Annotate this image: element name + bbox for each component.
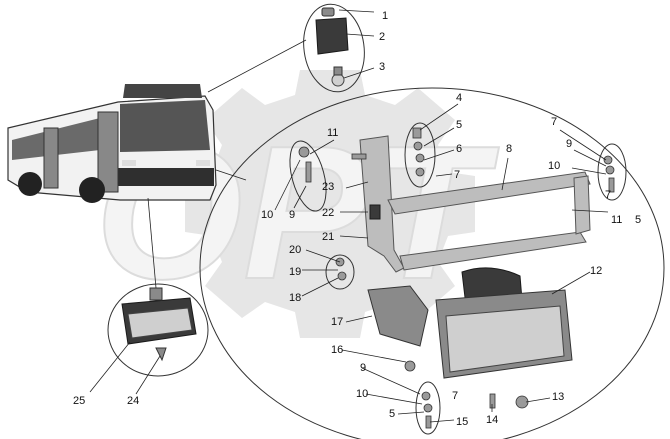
bus-icon xyxy=(7,84,217,203)
callout-7-bottom: 7 xyxy=(452,390,458,402)
assembly-oval xyxy=(199,87,665,439)
roof-lamp-bulb xyxy=(331,73,345,87)
washer-left-1 xyxy=(298,146,310,158)
callout-25: 25 xyxy=(73,395,85,407)
signal-lens xyxy=(367,285,429,347)
bolt-right xyxy=(608,177,615,193)
roof-lamp-bulb-base xyxy=(333,66,343,76)
callout-10-bottom: 10 xyxy=(356,388,368,400)
callout-7-top-right: 7 xyxy=(551,116,557,128)
mounting-bracket-icon xyxy=(359,135,591,273)
nut-icon xyxy=(415,167,425,177)
turn-signal-lens-icon xyxy=(367,285,429,347)
callout-2: 2 xyxy=(379,31,385,43)
callout-20: 20 xyxy=(289,244,301,256)
bus-windshield xyxy=(120,100,210,152)
bus-rear-wheel xyxy=(18,172,42,196)
fog-lamp-mount xyxy=(149,287,163,301)
eye-terminal xyxy=(404,360,416,372)
washer-right-2 xyxy=(605,165,615,175)
callout-labels: 1 2 3 4 5 6 7 8 7 9 10 11 5 11 10 9 23 2… xyxy=(73,10,641,428)
fog-lamp-lens xyxy=(127,307,193,339)
watermark-gear xyxy=(185,70,475,338)
roof-lamp-housing xyxy=(315,17,349,55)
callout-7-mid: 7 xyxy=(454,169,460,181)
pin-left xyxy=(351,153,367,160)
bracket-arm-top xyxy=(387,171,591,215)
bulb-14 xyxy=(489,393,496,409)
callout-10-right: 10 xyxy=(548,160,560,172)
callout-15: 15 xyxy=(456,416,468,428)
fastener-oval-right xyxy=(597,143,627,201)
callout-10-left: 10 xyxy=(261,209,273,221)
roof-lamp-oval xyxy=(303,3,365,93)
callout-14: 14 xyxy=(486,414,498,426)
callout-17: 17 xyxy=(331,316,343,328)
fasteners xyxy=(298,127,615,429)
fog-lamp-clip xyxy=(155,347,167,362)
callout-18: 18 xyxy=(289,292,301,304)
callout-13: 13 xyxy=(552,391,564,403)
fog-lamp-oval xyxy=(107,283,209,377)
leader-lines xyxy=(89,9,609,423)
washer-mid-2 xyxy=(337,271,347,281)
fastener-oval-top xyxy=(404,122,436,188)
bolt-icon xyxy=(412,127,422,139)
bus-front-wheel xyxy=(79,177,105,203)
callout-9-left: 9 xyxy=(289,209,295,221)
bus-door xyxy=(97,111,119,193)
bracket-upright xyxy=(359,135,405,273)
callout-5-right: 5 xyxy=(635,214,641,226)
washer-icon xyxy=(413,141,423,151)
callout-11-right: 11 xyxy=(611,214,622,226)
washer-bottom-1 xyxy=(421,391,431,401)
callout-11-left: 11 xyxy=(327,127,338,139)
bulb-icon xyxy=(331,66,345,87)
bracket-slot xyxy=(369,204,381,220)
callout-21: 21 xyxy=(322,231,334,243)
callout-12: 12 xyxy=(590,265,602,277)
callout-5: 5 xyxy=(456,119,462,131)
bus-headlamp-right xyxy=(196,160,210,166)
fastener-oval-mid xyxy=(325,254,355,290)
bus-bumper xyxy=(118,168,214,186)
bracket-arm-bottom xyxy=(399,231,587,271)
roof-lamp-cap xyxy=(321,7,335,17)
callout-1: 1 xyxy=(382,10,388,22)
callout-22: 22 xyxy=(322,207,334,219)
bus-roof-sign xyxy=(123,84,202,98)
callout-9-bottom: 9 xyxy=(360,362,366,374)
fastener-oval-left xyxy=(289,140,327,212)
callout-6: 6 xyxy=(456,143,462,155)
callout-23: 23 xyxy=(322,181,334,193)
roof-lamp-icon xyxy=(315,7,349,87)
washer-right-1 xyxy=(603,155,613,165)
callout-19: 19 xyxy=(289,266,301,278)
washer-bottom-2 xyxy=(423,403,433,413)
bus-headlamp-left xyxy=(122,160,136,166)
callout-9-right: 9 xyxy=(566,138,572,150)
fog-lamp-icon xyxy=(121,287,197,362)
bus-door-rear xyxy=(43,127,59,189)
callout-24: 24 xyxy=(127,395,139,407)
callout-5-bottom: 5 xyxy=(389,408,395,420)
fastener-oval-bottom xyxy=(415,381,441,435)
washer-2 xyxy=(415,153,425,163)
callout-3: 3 xyxy=(379,61,385,73)
callout-8: 8 xyxy=(506,143,512,155)
headlamp-icon xyxy=(435,267,573,379)
callout-16: 16 xyxy=(331,344,343,356)
callout-7-right: 7 xyxy=(605,189,611,201)
bracket-end-plate xyxy=(573,175,591,235)
headlamp-lens xyxy=(445,305,565,373)
callout-4: 4 xyxy=(456,92,462,104)
bolt-left xyxy=(305,161,312,183)
